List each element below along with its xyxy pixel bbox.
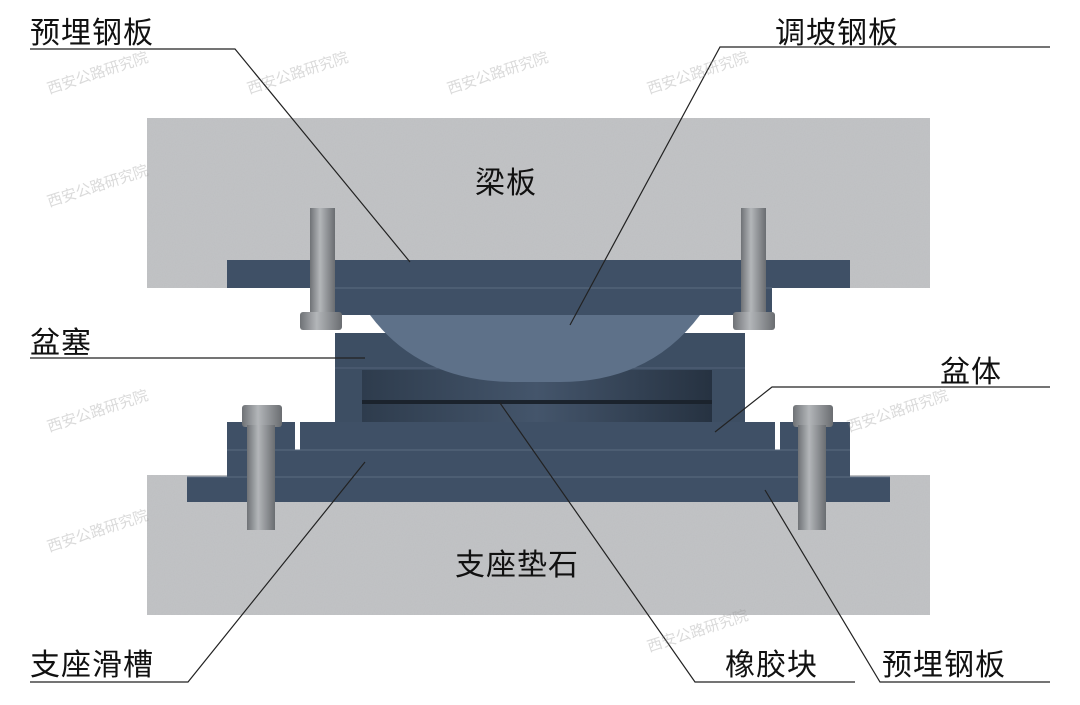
embedded-plate-bottom (187, 477, 890, 502)
leader-slope-plate (569, 46, 1050, 326)
label-slope-plate: 调坡钢板 (775, 16, 899, 51)
label-pedestal: 支座垫石 (455, 548, 579, 583)
slope-plate-dome (370, 315, 700, 382)
bolt-top-right (733, 208, 775, 330)
label-slide-groove: 支座滑槽 (30, 648, 154, 683)
slide-groove-plate (227, 450, 850, 477)
bolt-bottom-left (242, 405, 282, 530)
bolt-top-left (300, 208, 342, 330)
leader-slide-groove (30, 461, 366, 683)
slope-plate-base (335, 288, 772, 315)
bolt-bottom-right (793, 405, 833, 530)
leader-embedded-plate-bottom (764, 489, 1050, 683)
label-pot-body: 盆体 (940, 355, 1002, 390)
leader-rubber-block (499, 402, 855, 683)
leader-embedded-plate-top (30, 48, 411, 263)
label-beam: 梁板 (475, 166, 537, 201)
label-embedded-plate-top: 预埋钢板 (30, 16, 154, 51)
label-pot-plug: 盆塞 (30, 326, 92, 361)
label-embedded-plate-bottom: 预埋钢板 (882, 648, 1006, 683)
leader-pot-body (714, 386, 1050, 433)
slide-plate (300, 422, 775, 450)
label-rubber-block: 橡胶块 (725, 648, 818, 683)
rubber-block (362, 400, 712, 404)
leader-lines (30, 46, 1050, 683)
